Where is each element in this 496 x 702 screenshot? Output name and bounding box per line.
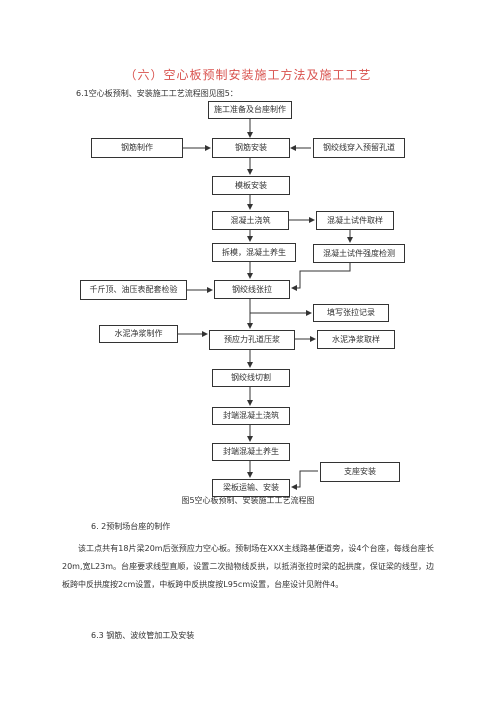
flow-step-grout-make: 水泥净浆制作 [99,325,178,343]
flow-step-record: 填写张拉记录 [313,304,389,322]
flow-step-demold: 拆模，混凝土养生 [212,243,296,262]
flow-step-strand-thread: 钢绞线穿入预留孔道 [313,138,405,158]
flow-step-pour: 混凝土浇筑 [212,211,289,230]
flow-step-seal-cure: 封端混凝土养生 [212,443,290,461]
flow-step-transport: 梁板运输、安装 [212,479,290,497]
flow-step-seal-pour: 封端混凝土浇筑 [212,407,290,425]
flow-step-duct-grout: 预应力孔道压浆 [209,330,295,350]
flow-step-formwork: 模板安装 [212,176,290,195]
flow-step-prep: 施工准备及台座制作 [208,101,292,119]
section-heading-6-2: 6. 2预制场台座的制作 [91,522,171,531]
flow-step-jack-check: 千斤顶、油压表配套检验 [80,280,187,300]
intro-text: 6.1空心板预制、安装施工工艺流程图见图5： [76,89,238,98]
flow-step-cut: 钢绞线切割 [212,369,290,387]
page-title: （六）空心板预制安装施工方法及施工工艺 [124,68,372,82]
figure-caption: 图5空心板预制、安装施工工艺流程图 [181,496,315,505]
flow-step-strength: 混凝土试件强度检测 [313,244,405,263]
flow-step-tension: 钢绞线张拉 [214,280,290,299]
flow-step-rebar-make: 钢筋制作 [91,138,183,158]
flow-step-rebar-install: 钢筋安装 [212,138,290,158]
flow-step-sample: 混凝土试件取样 [316,211,394,230]
flow-step-bearing: 支座安装 [320,462,400,482]
flow-step-grout-sample: 水泥净浆取样 [317,330,395,349]
paragraph-6-2: 该工点共有18片梁20m后张预应力空心板。预制场在XXX主线路基便道旁，设4个台… [62,544,434,589]
section-heading-6-3: 6.3 钢筋、波纹管加工及安装 [91,631,195,640]
